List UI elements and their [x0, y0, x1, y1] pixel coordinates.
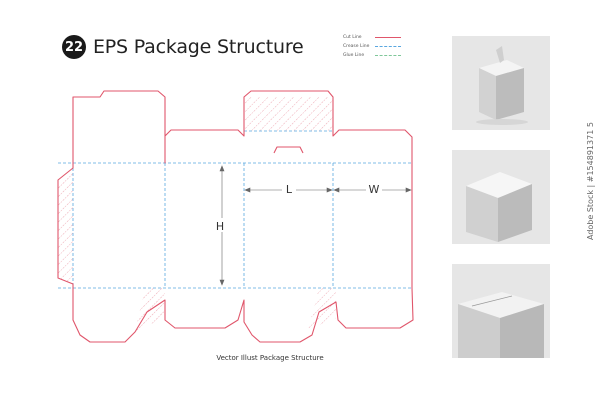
legend-item-crease: Crease Line — [343, 42, 403, 51]
photo-box-tuck-flap — [452, 264, 550, 358]
number-badge: 22 — [62, 35, 86, 59]
glue-areas — [58, 97, 336, 332]
legend-label: Cut Line — [343, 35, 362, 40]
dim-width-arrow-right — [405, 187, 412, 193]
glue-triangle-right — [308, 288, 336, 330]
box-closed-top-illustration — [452, 150, 550, 244]
dim-length-arrow-right — [326, 187, 333, 193]
dim-width-label: W — [369, 183, 380, 196]
line-legend: Cut Line Crease Line Glue Line — [343, 33, 403, 60]
cut-lines — [57, 90, 414, 343]
cut-line-swatch — [375, 37, 401, 38]
legend-item-glue: Glue Line — [343, 51, 403, 60]
stock-watermark: Adobe Stock | #154891371 5 — [586, 122, 595, 240]
dim-length-label: L — [286, 183, 293, 196]
legend-item-cut: Cut Line — [343, 33, 403, 42]
dim-width-arrow-left — [333, 187, 340, 193]
photo-box-closed-top — [452, 150, 550, 244]
dimension-lines — [219, 165, 412, 286]
dim-height-label: H — [216, 220, 224, 233]
dim-height-arrow-bottom — [219, 279, 225, 286]
dim-height-arrow-top — [219, 165, 225, 172]
glue-line-swatch — [375, 55, 401, 56]
crease-line-swatch — [375, 46, 401, 47]
dim-width-label-bg — [366, 181, 382, 195]
legend-label: Glue Line — [343, 53, 365, 58]
cut-thumb-notch — [273, 146, 304, 154]
cut-outline — [57, 90, 414, 343]
photo-box-with-tab — [452, 36, 550, 130]
header: 22 EPS Package Structure — [62, 33, 304, 61]
dim-length-arrow-left — [244, 187, 251, 193]
dim-length-label-bg — [282, 181, 296, 195]
legend-label: Crease Line — [343, 44, 370, 49]
page-title: EPS Package Structure — [93, 36, 304, 58]
dim-height-label-bg — [212, 218, 228, 232]
diagram-caption: Vector Illust Package Structure — [216, 354, 324, 362]
box-tuck-flap-illustration — [452, 264, 550, 358]
glue-strip-top — [244, 97, 333, 131]
glue-flap-side — [58, 168, 73, 284]
box-with-tab-illustration — [452, 36, 550, 130]
crease-lines — [58, 130, 413, 289]
